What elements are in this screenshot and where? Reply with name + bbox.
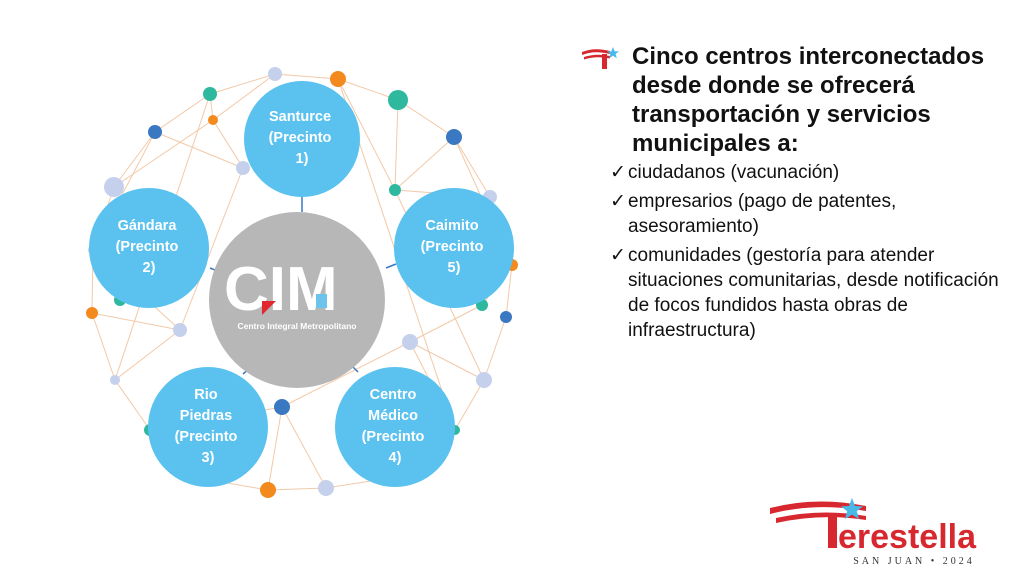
node-caimito-line: (Precinto (421, 239, 484, 255)
recipients-list: ✓ ciudadanos (vacunación) ✓ empresarios … (610, 160, 1010, 343)
node-centro-medico-line: 4) (389, 450, 402, 466)
network-lines (91, 73, 513, 491)
check-icon: ✓ (610, 162, 626, 183)
node-centro-medico: Centro Médico (Precinto 4) (335, 367, 455, 487)
content-panel: Cinco centros interconectados desde dond… (580, 42, 1010, 347)
node-rio-piedras-line: Piedras (180, 408, 232, 424)
center-subtitle: Centro Integral Metropolitano (238, 321, 357, 331)
node-caimito-line: Caimito (425, 218, 478, 234)
svg-text:Caimito (Precinto: Caimito (Precinto 5) (421, 218, 488, 276)
node-rio-piedras-line: Rio (194, 387, 218, 403)
node-santurce-line: (Precinto (269, 130, 332, 146)
node-caimito-line: 5) (448, 260, 461, 276)
list-item-text: empresarios (pago de patentes, asesorami… (628, 191, 897, 237)
node-rio-piedras-line: (Precinto (175, 429, 238, 445)
node-centro-medico-line: (Precinto (362, 429, 425, 445)
svg-text:Centro Médico: Centro Médico (Precinto 4) (362, 387, 429, 466)
logo-tagline: SAN JUAN • 2024 (853, 556, 975, 567)
node-gandara: Gándara (Precinto 2) (89, 188, 209, 308)
list-item: ✓ ciudadanos (vacunación) (610, 160, 1010, 185)
node-gandara-line: (Precinto (116, 239, 179, 255)
centers-network-diagram: CIM Centro Integral Metropolitano Santur… (86, 67, 518, 498)
node-rio-piedras-line: 3) (202, 450, 215, 466)
title-row: Cinco centros interconectados desde dond… (580, 42, 1010, 158)
list-item-text: ciudadanos (vacunación) (628, 162, 840, 183)
node-gandara-line: 2) (143, 260, 156, 276)
flag-bullet-icon (582, 47, 619, 69)
svg-text:Santurce (Precinto: Santurce (Precinto 1) (269, 109, 336, 167)
center-node: CIM Centro Integral Metropolitano (209, 212, 385, 388)
check-icon: ✓ (610, 245, 626, 266)
precinct-nodes: Santurce (Precinto 1) Gándara (Precinto … (89, 81, 514, 487)
list-item: ✓ comunidades (gestoría para atender sit… (610, 243, 1010, 343)
node-santurce: Santurce (Precinto 1) (244, 81, 360, 197)
svg-text:Gándara (Precinto: Gándara (Precinto 2) (116, 218, 183, 276)
node-centro-medico-line: Centro (370, 387, 417, 403)
list-item: ✓ empresarios (pago de patentes, asesora… (610, 189, 1010, 239)
cim-logo: CIM (224, 255, 338, 324)
check-icon: ✓ (610, 191, 626, 212)
list-item-text: comunidades (gestoría para atender situa… (628, 245, 999, 341)
slide-title: Cinco centros interconectados desde dond… (632, 43, 985, 157)
cim-logo-text: CIM (224, 255, 338, 324)
node-santurce-line: 1) (296, 151, 309, 167)
node-santurce-line: Santurce (269, 109, 331, 125)
node-rio-piedras: Rio Piedras (Precinto 3) (148, 367, 268, 487)
node-centro-medico-line: Médico (368, 408, 418, 424)
node-gandara-line: Gándara (118, 218, 178, 234)
terestella-logo: erestella SAN JUAN • 2024 (770, 498, 977, 567)
svg-text:Rio Piedras (P: Rio Piedras (Precinto 3) (175, 387, 242, 466)
logo-wordmark: erestella (838, 518, 977, 556)
node-caimito: Caimito (Precinto 5) (394, 188, 514, 308)
